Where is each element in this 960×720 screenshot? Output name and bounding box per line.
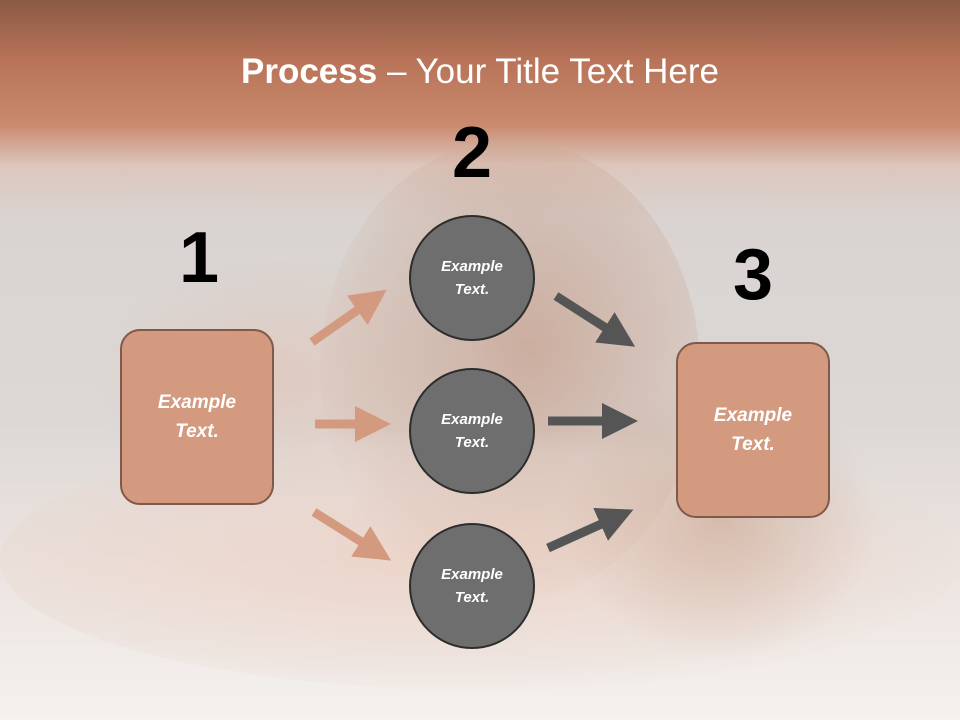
step-3-label: Example Text. bbox=[713, 405, 793, 455]
arrow-1-to-2-bottom bbox=[311, 508, 392, 561]
arrow-2-to-3-top bbox=[553, 292, 636, 347]
step-3-box: Example Text. bbox=[676, 342, 830, 518]
title-bold: Process bbox=[241, 52, 378, 91]
step-3-number: 3 bbox=[732, 235, 774, 315]
slide-title: Process – Your Title Text Here bbox=[0, 52, 960, 92]
step-2-circle-3: Example Text. bbox=[409, 523, 535, 649]
step-1-box: Example Text. bbox=[120, 329, 274, 505]
arrow-2-to-3-bottom bbox=[546, 507, 634, 553]
title-rest: – Your Title Text Here bbox=[377, 52, 719, 91]
step-2-number: 2 bbox=[451, 113, 493, 193]
step-1-label: Example Text. bbox=[157, 392, 237, 442]
step-2-circle-2-label: Example Text. bbox=[441, 411, 503, 451]
arrow-1-to-2-top bbox=[309, 289, 387, 346]
step-2-circle-3-label: Example Text. bbox=[441, 566, 503, 606]
step-2-circle-2: Example Text. bbox=[409, 368, 535, 494]
step-2-circle-1: Example Text. bbox=[409, 215, 535, 341]
step-2-circle-1-label: Example Text. bbox=[441, 258, 503, 298]
step-1-number: 1 bbox=[178, 218, 220, 298]
